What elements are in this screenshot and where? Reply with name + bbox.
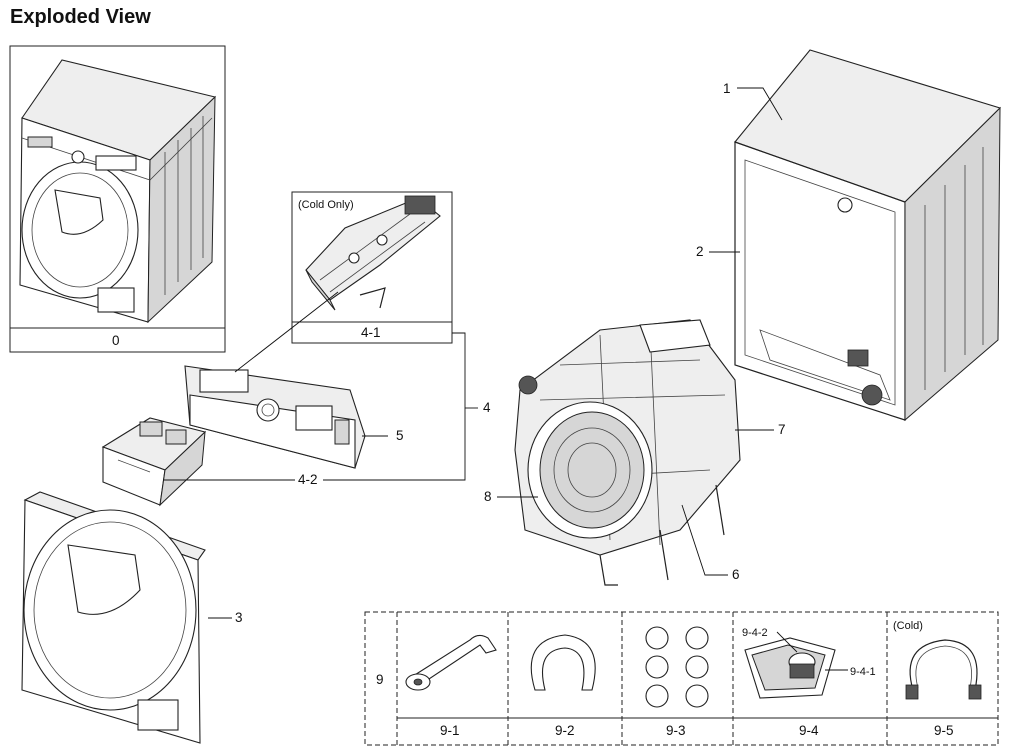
- part-4-1-water-valve-assembly: [291, 191, 453, 344]
- callout-2: 2: [696, 244, 704, 259]
- callout-1: 1: [723, 81, 731, 96]
- part-9-3-caps: [645, 626, 709, 708]
- part-9-2-hose-bracket: [530, 634, 596, 691]
- part-8-drum: [527, 401, 653, 539]
- note-cold: (Cold): [893, 620, 923, 632]
- part-9-5-inlet-hose: [905, 639, 982, 700]
- callout-6: 6: [732, 567, 740, 582]
- accessory-table-9: [364, 611, 999, 746]
- part-4-2-detergent-drawer: [101, 417, 207, 507]
- callout-3: 3: [235, 610, 243, 625]
- part-9-4-tray: [744, 631, 848, 699]
- part-1-2-cabinet: [734, 49, 1002, 422]
- callout-4-1: 4-1: [361, 325, 381, 340]
- callout-5: 5: [396, 428, 404, 443]
- part-3-front-panel-door: [21, 491, 206, 744]
- callout-7: 7: [778, 422, 786, 437]
- part-9-1-spanner: [405, 634, 497, 691]
- note-cold-only: (Cold Only): [298, 199, 354, 211]
- page-title: Exploded View: [10, 6, 151, 28]
- callout-9: 9: [376, 672, 384, 687]
- callout-4-2: 4-2: [298, 472, 318, 487]
- callout-8: 8: [484, 489, 492, 504]
- callout-9-5: 9-5: [934, 723, 954, 738]
- part-0-assembled-washer: [9, 45, 226, 353]
- callout-9-2: 9-2: [555, 723, 575, 738]
- leader-lines: [163, 87, 783, 619]
- callout-9-4: 9-4: [799, 723, 819, 738]
- callout-4: 4: [483, 400, 491, 415]
- callout-9-1: 9-1: [440, 723, 460, 738]
- callout-9-4-1: 9-4-1: [850, 666, 876, 678]
- callout-0: 0: [112, 333, 120, 348]
- callout-9-4-2: 9-4-2: [742, 627, 768, 639]
- part-5-control-panel: [184, 365, 366, 469]
- callout-9-3: 9-3: [666, 723, 686, 738]
